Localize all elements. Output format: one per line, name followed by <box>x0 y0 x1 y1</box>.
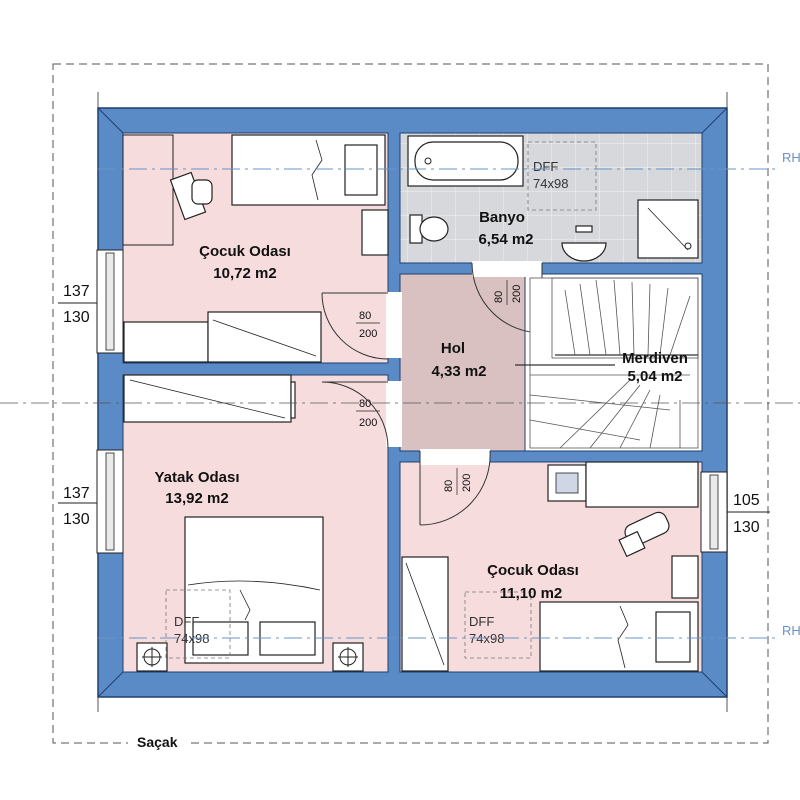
window-2-height: 130 <box>63 511 90 528</box>
nightstand-lamp-left <box>136 642 168 672</box>
bed-cocuk-1 <box>231 134 386 206</box>
room-name-hol: Hol <box>441 340 465 357</box>
door-3-height: 200 <box>511 285 523 303</box>
room-area-banyo: 6,54 m2 <box>478 231 533 248</box>
door-swings <box>321 262 543 526</box>
dff-label-banyo: DFF <box>533 159 558 174</box>
window-1-width: 137 <box>63 283 90 300</box>
desk-cocuk-2 <box>547 461 699 558</box>
door-4-width: 80 <box>443 480 455 492</box>
dff-label-cocuk-2: DFF <box>469 614 494 629</box>
sink <box>561 225 607 262</box>
shower <box>637 199 699 259</box>
room-name-banyo: Banyo <box>479 209 525 226</box>
room-name-cocuk-2: Çocuk Odası <box>487 562 579 579</box>
eave-label: Saçak <box>137 734 178 750</box>
window-left-bottom <box>96 449 124 554</box>
dff-box-yatak <box>165 589 231 659</box>
window-2-width: 137 <box>63 485 90 502</box>
room-area-yatak: 13,92 m2 <box>165 490 228 507</box>
window-3-width: 105 <box>733 492 760 509</box>
room-area-cocuk-1: 10,72 m2 <box>213 265 276 282</box>
room-name-merdiven: Merdiven <box>622 350 688 367</box>
room-area-merdiven: 5,04 m2 <box>627 368 682 385</box>
wardrobe-cocuk-1 <box>123 311 322 363</box>
door-3-width: 80 <box>493 291 505 303</box>
dff-box-cocuk-2 <box>464 591 532 659</box>
bed-cocuk-2 <box>539 601 699 672</box>
desk-cocuk-1 <box>122 134 213 246</box>
dff-label-yatak: DFF <box>174 614 199 629</box>
window-3-height: 130 <box>733 519 760 536</box>
room-name-yatak: Yatak Odası <box>154 469 239 486</box>
door-2-height: 200 <box>359 417 377 429</box>
roof-corner-lines <box>97 107 728 698</box>
bathtub <box>407 135 524 187</box>
window-right <box>700 471 728 553</box>
nightstand-cocuk-1 <box>361 209 389 256</box>
staircase <box>515 277 699 449</box>
room-name-cocuk-1: Çocuk Odası <box>199 243 291 260</box>
nightstand-cocuk-2 <box>671 555 699 599</box>
toilet <box>409 214 449 244</box>
wardrobe-cocuk-2 <box>401 556 449 672</box>
wardrobe-yatak <box>123 374 296 423</box>
nightstand-lamp-right <box>332 642 364 672</box>
axis-label-top: RH <box>782 150 800 165</box>
axis-label-bottom: RH <box>782 623 800 638</box>
window-1-height: 130 <box>63 309 90 326</box>
eave-outline <box>52 63 769 744</box>
door-1-height: 200 <box>359 328 377 340</box>
room-area-hol: 4,33 m2 <box>431 363 486 380</box>
dff-size-banyo: 74x98 <box>533 176 568 191</box>
dff-box-banyo <box>527 141 597 211</box>
window-left-top <box>96 249 124 354</box>
room-area-cocuk-2: 11,10 m2 <box>500 585 563 602</box>
door-1-width: 80 <box>359 310 371 322</box>
door-2-width: 80 <box>359 398 371 410</box>
door-4-height: 200 <box>461 474 473 492</box>
